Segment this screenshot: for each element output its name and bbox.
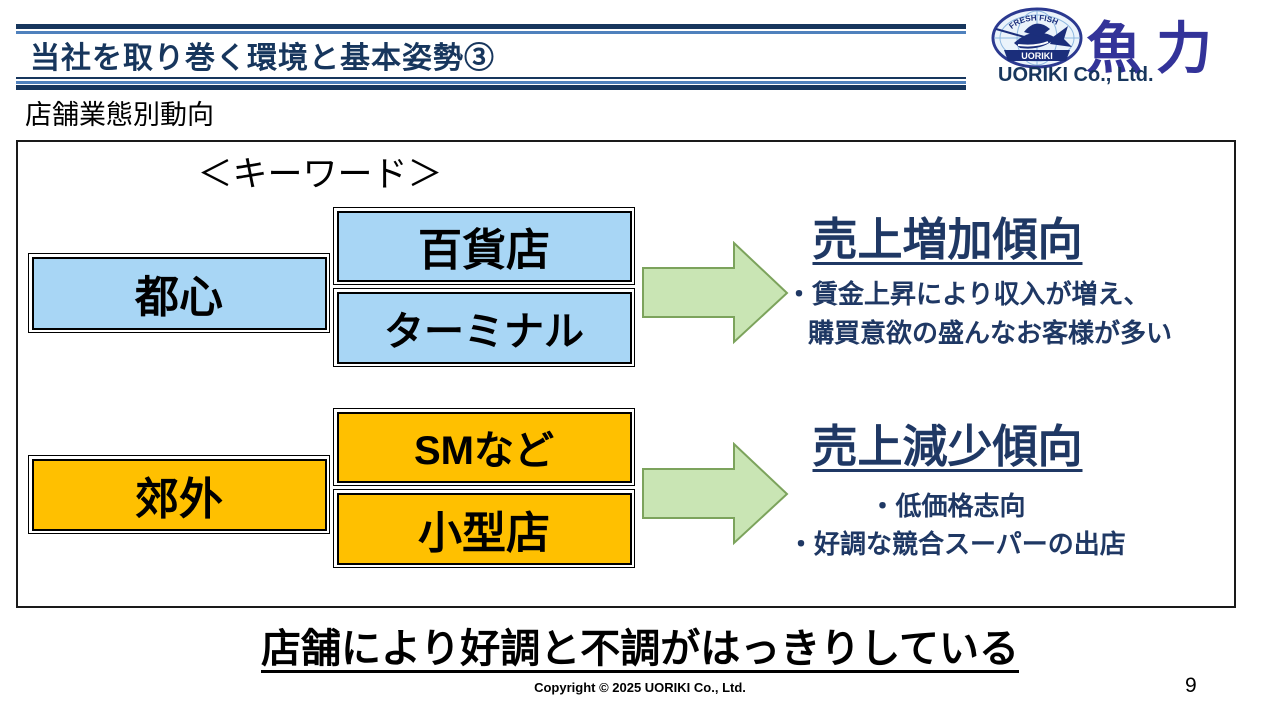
- svg-text:UORIKI: UORIKI: [1021, 51, 1053, 61]
- marlin-bill: [995, 28, 1029, 39]
- header-rule-top-thin: [16, 31, 966, 34]
- uoriki-emblem-icon: FRESH FISH UORIKI: [991, 7, 1083, 69]
- right-arrow-icon-decrease: [642, 442, 789, 546]
- item-box-terminal-label: ターミナル: [336, 291, 632, 364]
- header-rule-bottom-3: [16, 85, 966, 90]
- item-box-small-store: 小型店: [333, 489, 635, 568]
- marlin-fin: [1024, 23, 1050, 37]
- item-box-sm-label: SMなど: [336, 411, 632, 483]
- category-box-city-label: 都心: [31, 256, 327, 330]
- logo-kanji: 魚力: [1086, 19, 1226, 81]
- trend-bullet-decrease-2: ・好調な競合スーパーの出店: [788, 529, 1126, 559]
- header-rule-bottom-1: [16, 77, 966, 79]
- keyword-label: ＜キーワード＞: [197, 155, 443, 194]
- header-rule-top-thick: [16, 24, 966, 29]
- page-number: 9: [1185, 674, 1197, 697]
- trend-title-decrease: 売上減少傾向: [812, 421, 1083, 472]
- category-box-suburb-label: 郊外: [31, 458, 327, 531]
- conclusion-statement: 店舗により好調と不調がはっきりしている: [261, 627, 1019, 671]
- section-subtitle: 店舗業態別動向: [25, 100, 214, 130]
- logo-company-name: UORIKI Co., Ltd.: [998, 64, 1154, 86]
- item-box-small-store-label: 小型店: [336, 492, 632, 565]
- trend-bullet-decrease-1: ・低価格志向: [869, 491, 1026, 521]
- marlin-tail: [1050, 26, 1072, 47]
- trend-bullet-increase-2: 購買意欲の盛んなお客様が多い: [808, 318, 1173, 348]
- category-box-city: 都心: [28, 253, 330, 333]
- page-title: 当社を取り巻く環境と基本姿勢③: [30, 42, 495, 75]
- copyright-text: Copyright © 2025 UORIKI Co., Ltd.: [534, 680, 746, 695]
- category-box-suburb: 郊外: [28, 455, 330, 534]
- item-box-department-store-label: 百貨店: [336, 210, 632, 282]
- trend-bullet-increase-1: ・賃金上昇により収入が増え、: [786, 279, 1150, 309]
- trend-title-increase: 売上増加傾向: [812, 214, 1083, 265]
- item-box-department-store: 百貨店: [333, 207, 635, 285]
- item-box-terminal: ターミナル: [333, 288, 635, 367]
- item-box-sm: SMなど: [333, 408, 635, 486]
- right-arrow-icon-increase: [642, 241, 789, 345]
- header-rule-bottom-2: [16, 80, 966, 84]
